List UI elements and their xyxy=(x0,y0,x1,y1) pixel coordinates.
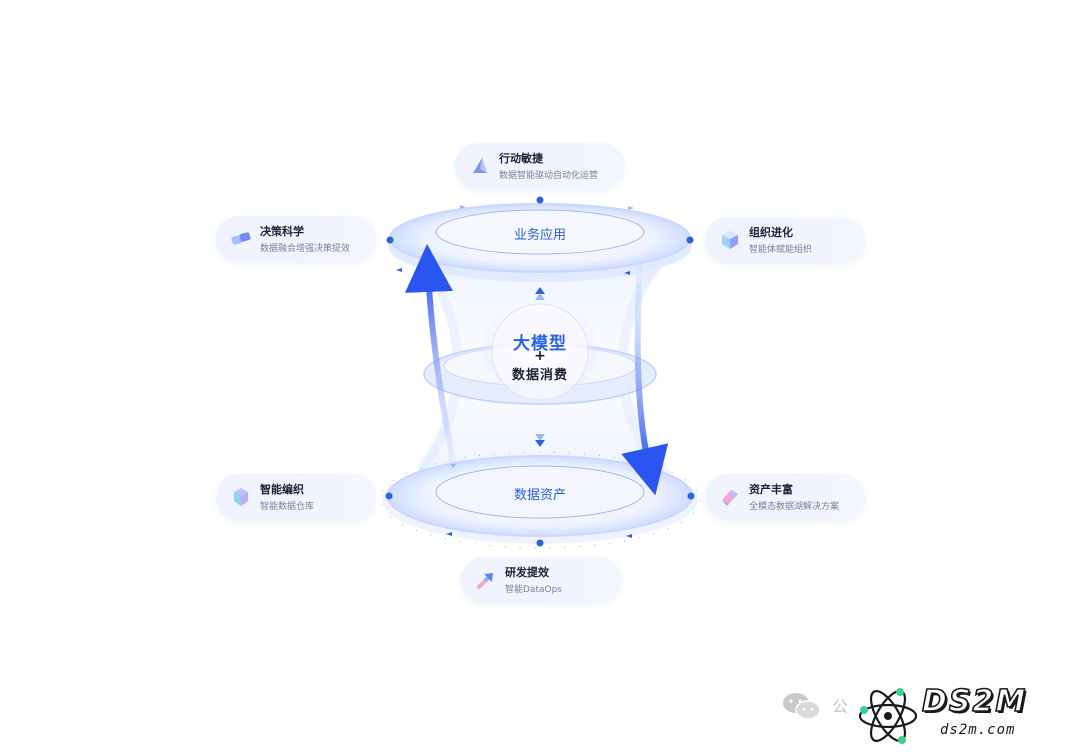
watermark-logo: DS2M xyxy=(921,683,1028,720)
card-org: 组织进化 智能体赋能组织 xyxy=(705,217,865,263)
cubes-icon xyxy=(230,228,252,250)
right-down-arrow xyxy=(621,259,669,496)
card-dev: 研发提效 智能DataOps xyxy=(461,557,621,603)
card-subtitle: 数据智能驱动自动化运营 xyxy=(499,171,599,181)
watermark-url: ds2m.com xyxy=(940,722,1016,738)
card-action: 行动敏捷 数据智能驱动自动化运营 xyxy=(455,143,625,189)
card-subtitle: 智能体赋能组织 xyxy=(749,245,813,255)
card-decision: 决策科学 数据融合增强决策提效 xyxy=(216,216,376,262)
layer-label-top: 业务应用 xyxy=(513,228,566,243)
card-subtitle: 全模态数据湖解决方案 xyxy=(749,502,840,512)
up-chevron-icon-2 xyxy=(535,293,545,300)
connector-dot-top-left xyxy=(386,236,394,244)
card-title: 智能编织 xyxy=(260,483,304,496)
orbit-arrow-5 xyxy=(396,268,402,272)
connector-dot-bottom-right xyxy=(687,492,695,500)
connector-dot-bottom-left xyxy=(385,492,393,500)
orbit-arrow-4 xyxy=(626,534,632,538)
orbit-arrow-3 xyxy=(446,532,452,536)
card-subtitle: 智能数据仓库 xyxy=(260,502,315,512)
orbit-arrow-6 xyxy=(624,271,630,275)
watermark-stub: 公 xyxy=(832,697,849,716)
card-title: 资产丰富 xyxy=(749,483,793,496)
connector-dot-bottom xyxy=(536,539,544,547)
crystal-icon xyxy=(719,486,741,508)
card-title: 行动敏捷 xyxy=(499,152,543,165)
down-chevron-icon xyxy=(535,434,545,441)
down-chevron-icon-2 xyxy=(535,440,545,447)
bottom-ring-dashes xyxy=(379,451,701,549)
orbit-arrow-7 xyxy=(450,464,456,468)
core-title: 大模型 xyxy=(513,334,567,354)
layer-label-bottom: 数据资产 xyxy=(513,488,566,503)
card-assets: 资产丰富 全模态数据湖解决方案 xyxy=(705,474,865,520)
connector-dot-top-right xyxy=(686,236,694,244)
wechat-icon xyxy=(781,690,823,726)
card-title: 决策科学 xyxy=(260,225,304,238)
card-title: 研发提效 xyxy=(505,566,549,579)
card-weave: 智能编织 智能数据仓库 xyxy=(216,474,376,520)
card-title: 组织进化 xyxy=(749,226,793,239)
orbit-arrow-2 xyxy=(628,206,634,210)
card-subtitle: 数据融合增强决策提效 xyxy=(260,244,351,254)
card-subtitle: 智能DataOps xyxy=(505,585,562,595)
orbit-arrow-1 xyxy=(460,205,466,209)
gem-icon xyxy=(230,486,252,508)
triangle-icon xyxy=(469,155,491,177)
core-subtitle: 数据消费 xyxy=(511,368,568,383)
atom-logo-icon xyxy=(856,684,920,752)
up-chevron-icon xyxy=(535,287,545,294)
connector-dot-top xyxy=(536,196,544,204)
core-plus: + xyxy=(534,348,546,364)
cube-icon xyxy=(719,229,741,251)
core-orb xyxy=(491,303,589,401)
top-ring-inner xyxy=(435,209,645,255)
arrow-up-right-icon xyxy=(475,569,497,591)
left-up-arrow xyxy=(404,244,458,473)
